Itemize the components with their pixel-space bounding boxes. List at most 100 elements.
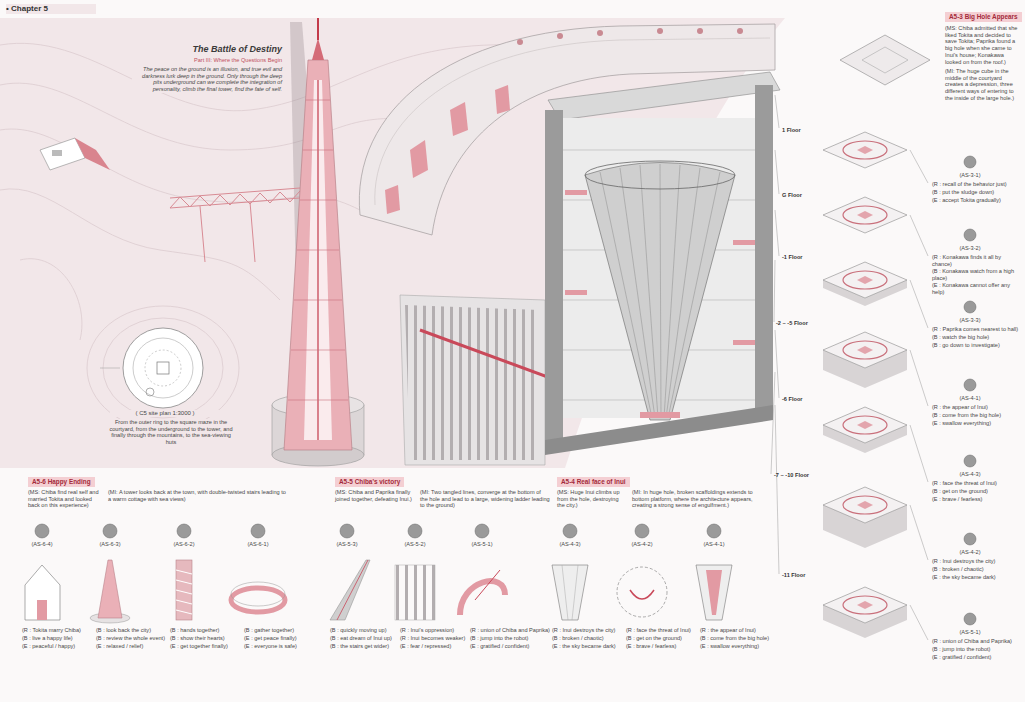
scene-note: (E : everyone is safe) — [244, 643, 324, 650]
floor-plan — [823, 487, 907, 523]
floor-label: -11 Floor — [782, 572, 822, 579]
floor-plan — [823, 197, 907, 233]
floor-plan — [823, 587, 907, 623]
scene-note: (B : look back the city) — [96, 627, 168, 634]
photo-thumbnail — [964, 613, 976, 625]
scene-code: (AS-6-3) — [85, 541, 135, 548]
photo-thumbnail — [35, 156, 976, 625]
cube-building — [666, 168, 700, 418]
photo-thumbnail — [964, 301, 976, 313]
sea-viewing-hut — [40, 138, 110, 170]
site-plan — [146, 388, 154, 396]
site-plan — [100, 328, 203, 408]
roof-plate — [862, 47, 908, 73]
leader-line — [771, 95, 928, 640]
scene-note: (E : swallow everything) — [700, 643, 775, 650]
photo-thumbnail — [563, 524, 577, 538]
floor-label: G Floor — [782, 192, 822, 199]
scene-sketch — [696, 565, 732, 620]
scene-note: (E : the sky became dark) — [552, 643, 624, 650]
floor-label: -7 ~ -10 Floor — [774, 472, 822, 479]
scene-note: (B : eat dream of Inui up) — [330, 635, 398, 642]
scene-code: (AS-5-3) — [322, 541, 372, 548]
scene-sketch — [176, 580, 192, 584]
tower — [291, 350, 345, 351]
photo-thumbnail — [964, 379, 976, 391]
scene-sketch — [176, 570, 192, 574]
scene-sketch — [630, 590, 654, 599]
scene-code: (AS-3-2) — [940, 245, 1000, 252]
tower — [288, 400, 348, 401]
main-story: (MS: Huge Inui climbs up from the hole, … — [557, 489, 627, 509]
scene-code: (AS-5-1) — [457, 541, 507, 548]
outer-ring — [657, 28, 663, 34]
scene-sketch — [330, 560, 370, 620]
leader-line — [910, 605, 928, 640]
section-header-band: A5-3 Big Hole Appears — [945, 12, 1022, 22]
scene-sketch — [98, 560, 122, 618]
scene-note: (B : come from the big hole) — [932, 412, 1020, 419]
scene-note: (R : union of Chiba and Paprika) — [932, 638, 1020, 645]
scene-note: (E : gratified / confident) — [470, 643, 550, 650]
scene-note: (E : get together finally) — [170, 643, 242, 650]
cube-building — [545, 72, 780, 455]
main-image: (MI: The huge cube in the middle of the … — [945, 68, 1019, 102]
photo-thumbnail — [475, 524, 489, 538]
scene-sketch — [176, 590, 192, 594]
outer-ring — [385, 85, 510, 214]
outer-ring — [385, 185, 400, 214]
photo-thumbnail — [964, 156, 976, 168]
tower — [284, 60, 352, 450]
section-header-band: A5-4 Real face of Inui — [557, 477, 630, 487]
terrain — [0, 18, 785, 468]
bridge-crane — [170, 188, 300, 262]
terrain — [0, 18, 785, 468]
scene-sketch — [176, 560, 192, 620]
scene-code: (AS-4-3) — [545, 541, 595, 548]
scene-note: (E : fear / repressed) — [400, 643, 468, 650]
photo-thumbnail — [964, 229, 976, 241]
scene-sketch — [231, 588, 285, 612]
scene-sketch — [617, 567, 667, 617]
scene-note: (B : the stairs get wider) — [330, 643, 398, 650]
tower — [272, 18, 364, 466]
scene-note: (E : the sky became dark) — [932, 574, 1020, 581]
cube-building — [668, 172, 720, 418]
scene-note: (B : get on the ground) — [932, 488, 1020, 495]
floor-plan — [823, 262, 907, 298]
photo-thumbnail — [340, 524, 354, 538]
scene-note: (B : watch the big hole) — [932, 334, 1020, 341]
scene-note: (R : Inui becomes weaker) — [400, 635, 468, 642]
scene-code: (AS-4-1) — [689, 541, 739, 548]
section-heading: A5-3 Big Hole Appears — [949, 13, 1018, 21]
scene-note: (B : show their hearts) — [170, 635, 242, 642]
leader-line — [910, 150, 928, 183]
floor-plan — [823, 407, 907, 443]
cube-building — [585, 161, 735, 189]
colonnade-courtyard — [405, 305, 540, 460]
scene-note: (E : brave / fearless) — [932, 496, 1020, 503]
cube-building — [640, 412, 680, 418]
leader-line — [775, 210, 779, 256]
cube-building — [545, 110, 563, 450]
scene-sketch — [231, 582, 285, 606]
site-plan — [123, 328, 203, 408]
scene-note: (B : broken / chaotic) — [932, 566, 1020, 573]
title: The Battle of Destiny — [122, 44, 282, 54]
floor-label: -6 Floor — [782, 396, 822, 403]
cube-building — [664, 165, 680, 418]
main-image: (MI: Two tangled lines, converge at the … — [420, 489, 550, 509]
intro-text: The peace on the ground is an illusion, … — [132, 66, 282, 93]
leader-line — [910, 425, 928, 482]
photo-thumbnail — [635, 524, 649, 538]
leader-line — [910, 350, 928, 406]
main-image: (MI: A tower looks back at the town, wit… — [108, 489, 288, 502]
scene-code: (AS-3-3) — [940, 317, 1000, 324]
photo-thumbnail — [408, 524, 422, 538]
main-story: (MS: Chiba admitted that she liked Tokit… — [945, 25, 1019, 65]
floor-label: 1 Floor — [782, 127, 822, 134]
main-story: (MS: Chiba and Paprika finally joined to… — [335, 489, 415, 502]
leader-line — [910, 505, 928, 560]
bridge-crane — [170, 191, 300, 208]
